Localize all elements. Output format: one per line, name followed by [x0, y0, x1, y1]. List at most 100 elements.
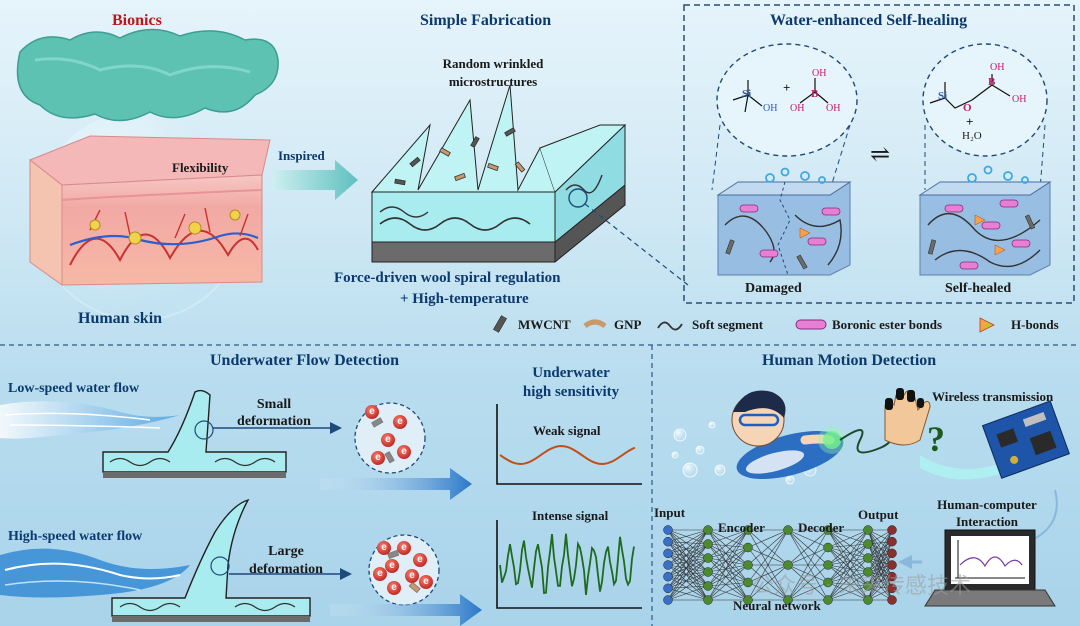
nn-node — [703, 581, 713, 591]
nn-encoder-label: Encoder — [718, 520, 765, 535]
nn-edge — [827, 557, 869, 566]
selfheal-box — [683, 4, 1075, 304]
nn-edge — [827, 529, 869, 601]
high-speed-label: High-speed water flow — [8, 529, 143, 544]
nn-node — [887, 536, 897, 547]
nn-edge — [707, 571, 749, 583]
flow-title: Underwater Flow Detection — [210, 352, 399, 369]
nn-node — [743, 560, 753, 570]
nn-node — [887, 525, 897, 535]
nn-edge — [827, 543, 869, 566]
nn-edge — [747, 529, 789, 566]
nn-node — [823, 577, 833, 588]
nn-edge — [707, 547, 749, 573]
electron-marker: e — [377, 541, 391, 555]
large-deformation-label-2: deformation — [249, 562, 323, 577]
nn-edge — [707, 529, 749, 545]
nn-node — [887, 548, 897, 559]
nn-edge — [787, 547, 829, 601]
nn-edge — [827, 571, 869, 583]
nn-edge — [667, 529, 709, 589]
electron-marker: e — [387, 581, 401, 595]
high-temperature-label: + High-temperature — [400, 291, 529, 307]
nn-edge — [667, 541, 709, 573]
nn-node — [663, 595, 673, 605]
neural-network-graph — [663, 525, 897, 605]
legend-hbonds: H-bonds — [1011, 317, 1059, 332]
nn-edge — [787, 529, 829, 548]
nn-node — [703, 595, 713, 605]
nn-node — [663, 536, 673, 547]
b-label-left: B — [811, 88, 819, 100]
nn-edge — [667, 529, 709, 577]
nn-node — [743, 542, 753, 553]
nn-edge — [667, 529, 709, 554]
nn-edge — [867, 564, 893, 587]
nn-node — [863, 539, 873, 549]
nn-edge — [827, 557, 869, 583]
inspired-label: Inspired — [278, 148, 325, 163]
random-wrinkled-label-1: Random wrinkled — [442, 56, 544, 71]
nn-edge — [827, 585, 869, 601]
self-healed-label: Self-healed — [945, 281, 1012, 296]
nn-edge — [707, 564, 749, 573]
nn-edge — [667, 571, 709, 601]
nn-node — [663, 525, 673, 535]
nn-node — [863, 525, 873, 535]
intense-signal-line — [499, 533, 635, 595]
nn-edge — [667, 571, 709, 577]
electron-marker: e — [371, 451, 385, 465]
oh-label-top-b: OH — [812, 68, 827, 79]
nn-node — [783, 595, 793, 605]
nn-edge — [707, 529, 749, 573]
nn-node — [863, 567, 873, 577]
nn-edge — [667, 541, 709, 545]
nn-node — [863, 595, 873, 605]
hci-label-2: Interaction — [955, 514, 1019, 529]
nn-edge — [827, 529, 869, 583]
nn-edge — [707, 547, 749, 559]
nn-edge — [707, 529, 749, 587]
nn-node — [887, 571, 897, 582]
b-label-right: B — [988, 76, 996, 88]
nn-edge — [707, 582, 749, 587]
bionics-title: Bionics — [112, 12, 162, 29]
nn-node — [887, 595, 897, 605]
nn-node — [823, 595, 833, 605]
large-deformation-label-1: Large — [268, 544, 304, 559]
nn-node — [663, 548, 673, 559]
nn-edge — [867, 553, 893, 587]
oh-label-top-right: OH — [990, 62, 1005, 73]
motion-title: Human Motion Detection — [762, 352, 937, 369]
nn-node — [703, 567, 713, 577]
nn-edge — [827, 547, 869, 587]
nn-input-label: Input — [654, 505, 686, 520]
nn-edge — [707, 547, 749, 601]
oh-label-right-b: OH — [826, 103, 841, 114]
nn-edge — [867, 557, 893, 577]
skin-illustration — [16, 28, 279, 321]
nn-neural-label: Neural network — [733, 598, 821, 613]
nn-edge — [667, 529, 709, 542]
nn-edge — [827, 529, 869, 566]
nn-edge — [667, 541, 709, 587]
nn-node — [663, 560, 673, 570]
nn-node — [823, 542, 833, 553]
nn-edge — [707, 547, 749, 587]
nn-edge — [827, 547, 869, 601]
plus-label-left: + — [783, 80, 791, 95]
nn-edge — [707, 557, 749, 583]
nn-edge — [787, 564, 829, 601]
oh-label-left-b: OH — [790, 103, 805, 114]
nn-edge — [827, 547, 869, 573]
si-label-right: Si — [938, 90, 948, 102]
nn-edge — [707, 543, 749, 601]
nn-edge — [667, 557, 709, 601]
nn-edge — [787, 529, 829, 601]
legend-soft-segment: Soft segment — [692, 317, 764, 332]
electron-marker: e — [419, 575, 433, 589]
inspired-arrow — [272, 160, 358, 200]
nn-decoder-label: Decoder — [798, 520, 845, 535]
legend-gnp: GNP — [614, 317, 642, 332]
nn-edge — [787, 529, 829, 566]
